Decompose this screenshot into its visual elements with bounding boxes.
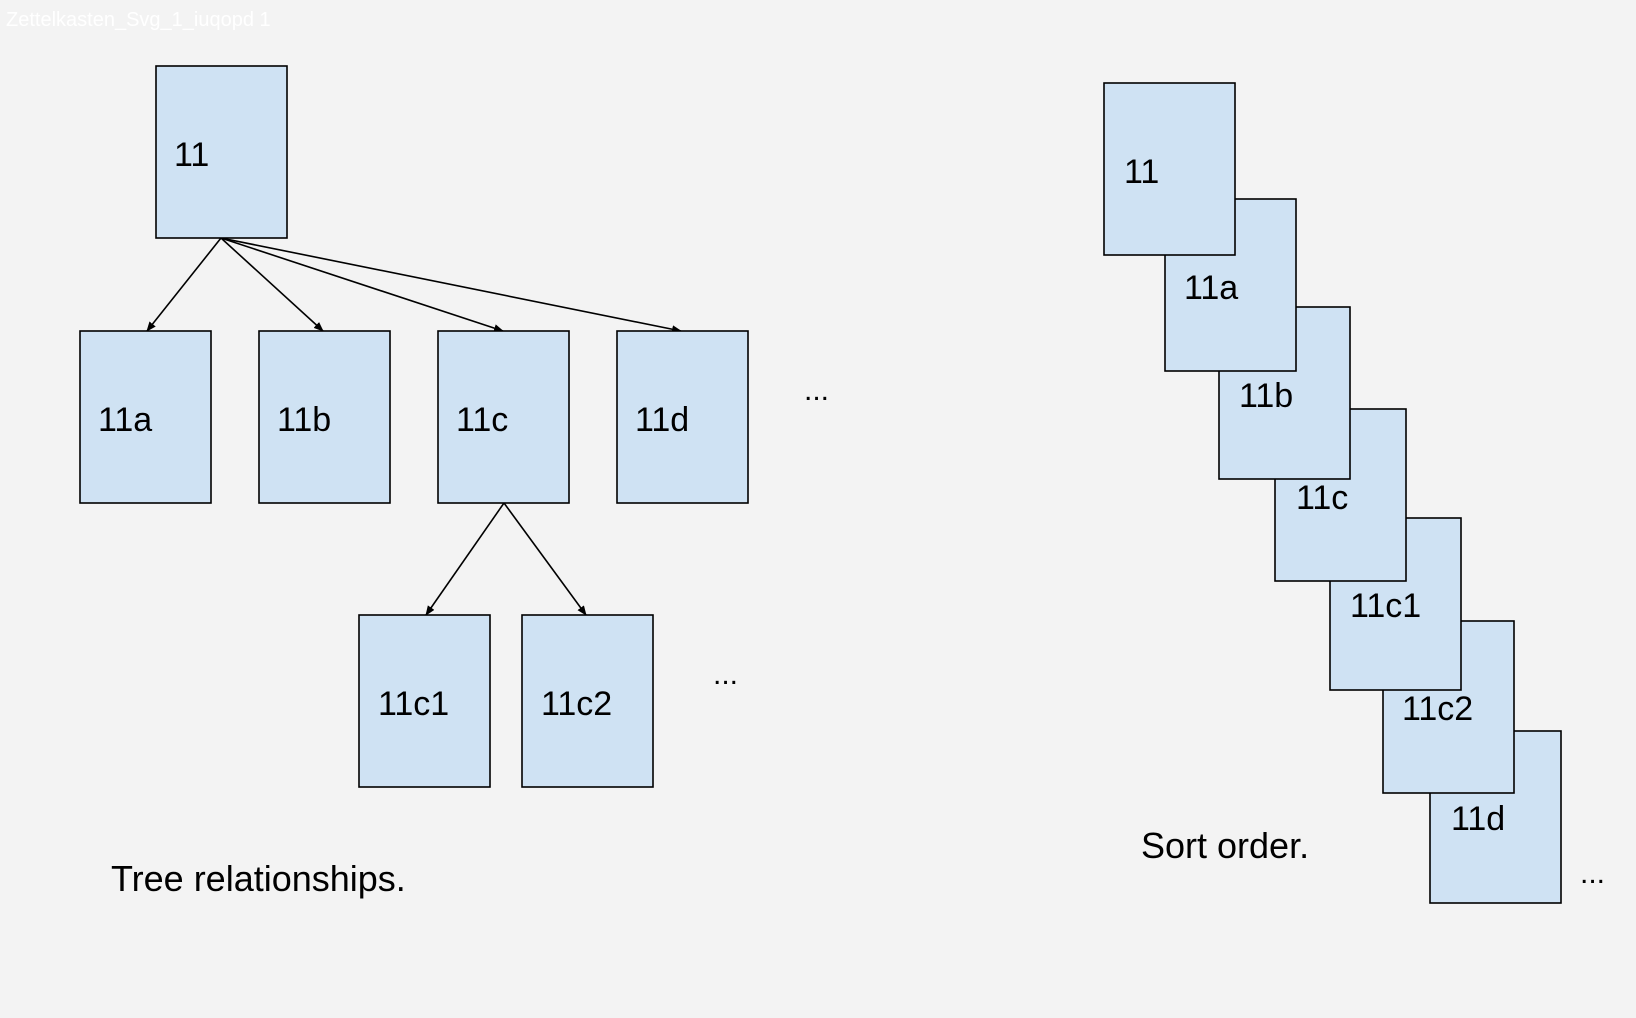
tree-diagram: 11 11a 11b 11c 11d ... 11c1 11c2 ... (79, 65, 829, 899)
edge-11-to-11b (220, 237, 324, 332)
card-label: 11a (98, 401, 152, 439)
tree-card-child-4: 11d (616, 330, 749, 504)
card-rect (358, 614, 491, 788)
sort-card-1: 11 (1103, 82, 1236, 256)
card-label: 11c2 (541, 685, 612, 723)
card-label: 11c (1296, 479, 1348, 517)
card-label: 11c1 (1350, 587, 1421, 625)
card-label: 11d (635, 401, 689, 439)
card-label: 11 (174, 136, 209, 174)
tree-card-child-3: 11c (437, 330, 570, 504)
card-label: 11b (1239, 377, 1293, 415)
tree-edges (146, 237, 682, 616)
card-rect (1103, 82, 1236, 256)
card-label: 11b (277, 401, 331, 439)
tree-card-root: 11 (155, 65, 288, 239)
card-label: 11 (1124, 153, 1159, 191)
edge-11c-to-11c2 (503, 502, 587, 616)
tree-card-child-2: 11b (258, 330, 391, 504)
sort-caption: Sort order. (1141, 825, 1309, 866)
watermark-text: Zettelkasten_Svg_1_iuqopd 1 (6, 9, 271, 31)
sort-ellipsis: ... (1580, 857, 1605, 890)
tree-card-grandchild-2: 11c2 (521, 614, 654, 788)
tree-grandchildren-ellipsis: ... (713, 658, 738, 691)
edge-11c-to-11c1 (425, 502, 505, 616)
tree-card-grandchild-1: 11c1 (358, 614, 491, 788)
card-label: 11a (1184, 269, 1238, 307)
card-rect (79, 330, 212, 504)
edge-11-to-11a (146, 237, 222, 332)
card-label: 11d (1451, 800, 1505, 838)
card-rect (616, 330, 749, 504)
card-label: 11c (456, 401, 508, 439)
tree-caption: Tree relationships. (111, 858, 406, 899)
edge-11-to-11c (220, 237, 504, 332)
card-rect (258, 330, 391, 504)
card-label: 11c2 (1402, 690, 1473, 728)
edge-11-to-11d (220, 237, 682, 334)
sort-order-diagram: 11d 11c2 11c1 11c 11b 11a 11 ... Sort or… (1103, 82, 1605, 904)
card-label: 11c1 (378, 685, 449, 723)
card-rect (155, 65, 288, 239)
card-rect (437, 330, 570, 504)
tree-children-ellipsis: ... (804, 374, 829, 407)
tree-card-child-1: 11a (79, 330, 212, 504)
card-rect (521, 614, 654, 788)
